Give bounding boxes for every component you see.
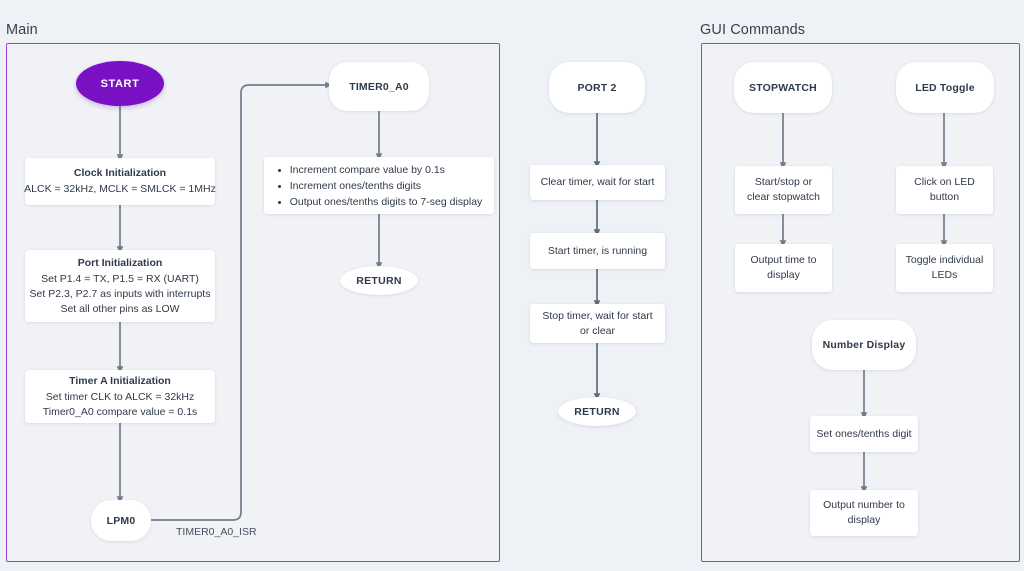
timer0-a0-action-list: Increment compare value by 0.1s Incremen… bbox=[276, 162, 483, 210]
node-timer0-a0-header-label: TIMER0_A0 bbox=[349, 80, 409, 93]
node-port2-step-1[interactable]: Clear timer, wait for start bbox=[530, 165, 665, 200]
node-stopwatch-header[interactable]: STOPWATCH bbox=[734, 62, 832, 113]
node-port-initialization[interactable]: Port Initialization Set P1.4 = TX, P1.5 … bbox=[25, 250, 215, 322]
group-title-main: Main bbox=[6, 22, 38, 38]
node-stopwatch-step-2[interactable]: Output time to display bbox=[735, 244, 832, 292]
node-stopwatch-step-1[interactable]: Start/stop or clear stopwatch bbox=[735, 166, 832, 214]
node-timer0-a0-header[interactable]: TIMER0_A0 bbox=[329, 62, 429, 111]
node-led-toggle-header-label: LED Toggle bbox=[915, 81, 975, 94]
node-lpm0[interactable]: LPM0 bbox=[91, 500, 151, 541]
node-led-toggle-step-2[interactable]: Toggle individual LEDs bbox=[896, 244, 993, 292]
node-timer0-a0-actions[interactable]: Increment compare value by 0.1s Incremen… bbox=[264, 157, 494, 214]
node-clock-initialization-title: Clock Initialization bbox=[73, 167, 167, 179]
node-led-toggle-step-1-line-2: button bbox=[929, 191, 960, 203]
node-port2-step-3[interactable]: Stop timer, wait for start or clear bbox=[530, 304, 665, 343]
node-port-initialization-line-1: Set P1.4 = TX, P1.5 = RX (UART) bbox=[41, 272, 199, 285]
node-stopwatch-step-2-line-2: display bbox=[767, 269, 800, 281]
timer0-a0-action-item-3: Output ones/tenths digits to 7-seg displ… bbox=[290, 194, 483, 210]
node-number-display-header-label: Number Display bbox=[822, 339, 906, 351]
node-stopwatch-step-1-line-2: clear stopwatch bbox=[747, 191, 820, 203]
node-timer-a-initialization-line-2: Timer0_A0 compare value = 0.1s bbox=[42, 405, 198, 418]
node-led-toggle-step-1-line-1: Click on LED bbox=[914, 176, 975, 188]
node-number-display-step-1-line-1: Set ones/tenths digit bbox=[816, 427, 912, 440]
node-number-display-step-2-line-2: display bbox=[847, 514, 881, 526]
node-stopwatch-step-1-line-1: Start/stop or bbox=[754, 176, 813, 188]
node-clock-initialization-line-1: ALCK = 32kHz, MCLK = SMLCK = 1MHz bbox=[24, 183, 216, 195]
node-port2-step-2-line-1: Start timer, is running bbox=[547, 244, 648, 257]
node-port2-step-3-line-2: or clear bbox=[579, 324, 615, 337]
node-port2-header[interactable]: PORT 2 bbox=[549, 62, 645, 113]
node-timer-a-initialization-title: Timer A Initialization bbox=[69, 374, 171, 387]
node-timer-a-initialization[interactable]: Timer A Initialization Set timer CLK to … bbox=[25, 370, 215, 423]
node-led-toggle-header[interactable]: LED Toggle bbox=[896, 62, 994, 113]
node-led-toggle-step-1[interactable]: Click on LED button bbox=[896, 166, 993, 214]
node-number-display-step-2[interactable]: Output number to display bbox=[810, 490, 918, 536]
node-number-display-step-1[interactable]: Set ones/tenths digit bbox=[810, 416, 918, 452]
node-lpm0-label: LPM0 bbox=[106, 514, 136, 527]
node-timer0-a0-return[interactable]: RETURN bbox=[340, 266, 418, 295]
node-stopwatch-header-label: STOPWATCH bbox=[749, 81, 817, 94]
node-port2-step-2[interactable]: Start timer, is running bbox=[530, 233, 665, 269]
node-timer0-a0-return-label: RETURN bbox=[356, 274, 402, 287]
node-port2-step-3-line-1: Stop timer, wait for start bbox=[542, 309, 653, 322]
node-port2-header-label: PORT 2 bbox=[577, 81, 617, 94]
node-start[interactable]: START bbox=[76, 61, 164, 106]
edge-label-timer0-a0-isr: TIMER0_A0_ISR bbox=[176, 526, 257, 538]
node-led-toggle-step-2-line-2: LEDs bbox=[931, 269, 958, 281]
node-port2-return-label: RETURN bbox=[574, 405, 620, 418]
node-port-initialization-title: Port Initialization bbox=[77, 256, 163, 269]
node-led-toggle-step-2-line-1: Toggle individual bbox=[905, 254, 984, 266]
node-stopwatch-step-2-line-1: Output time to bbox=[750, 254, 817, 266]
node-start-label: START bbox=[100, 77, 140, 90]
timer0-a0-action-item-1: Increment compare value by 0.1s bbox=[290, 162, 483, 178]
node-port-initialization-line-3: Set all other pins as LOW bbox=[60, 302, 180, 315]
node-number-display-step-2-line-1: Output number to bbox=[823, 499, 905, 511]
node-port-initialization-line-2: Set P2.3, P2.7 as inputs with interrupts bbox=[29, 287, 211, 300]
group-title-gui-commands: GUI Commands bbox=[700, 22, 806, 38]
node-clock-initialization[interactable]: Clock Initialization ALCK = 32kHz, MCLK … bbox=[24, 158, 216, 205]
node-timer-a-initialization-line-1: Set timer CLK to ALCK = 32kHz bbox=[45, 390, 195, 403]
node-number-display-header[interactable]: Number Display bbox=[812, 320, 916, 370]
panel-gui-commands bbox=[701, 43, 1020, 562]
node-port2-return[interactable]: RETURN bbox=[558, 397, 636, 426]
timer0-a0-action-item-2: Increment ones/tenths digits bbox=[290, 178, 483, 194]
node-port2-step-1-line-1: Clear timer, wait for start bbox=[540, 176, 655, 188]
